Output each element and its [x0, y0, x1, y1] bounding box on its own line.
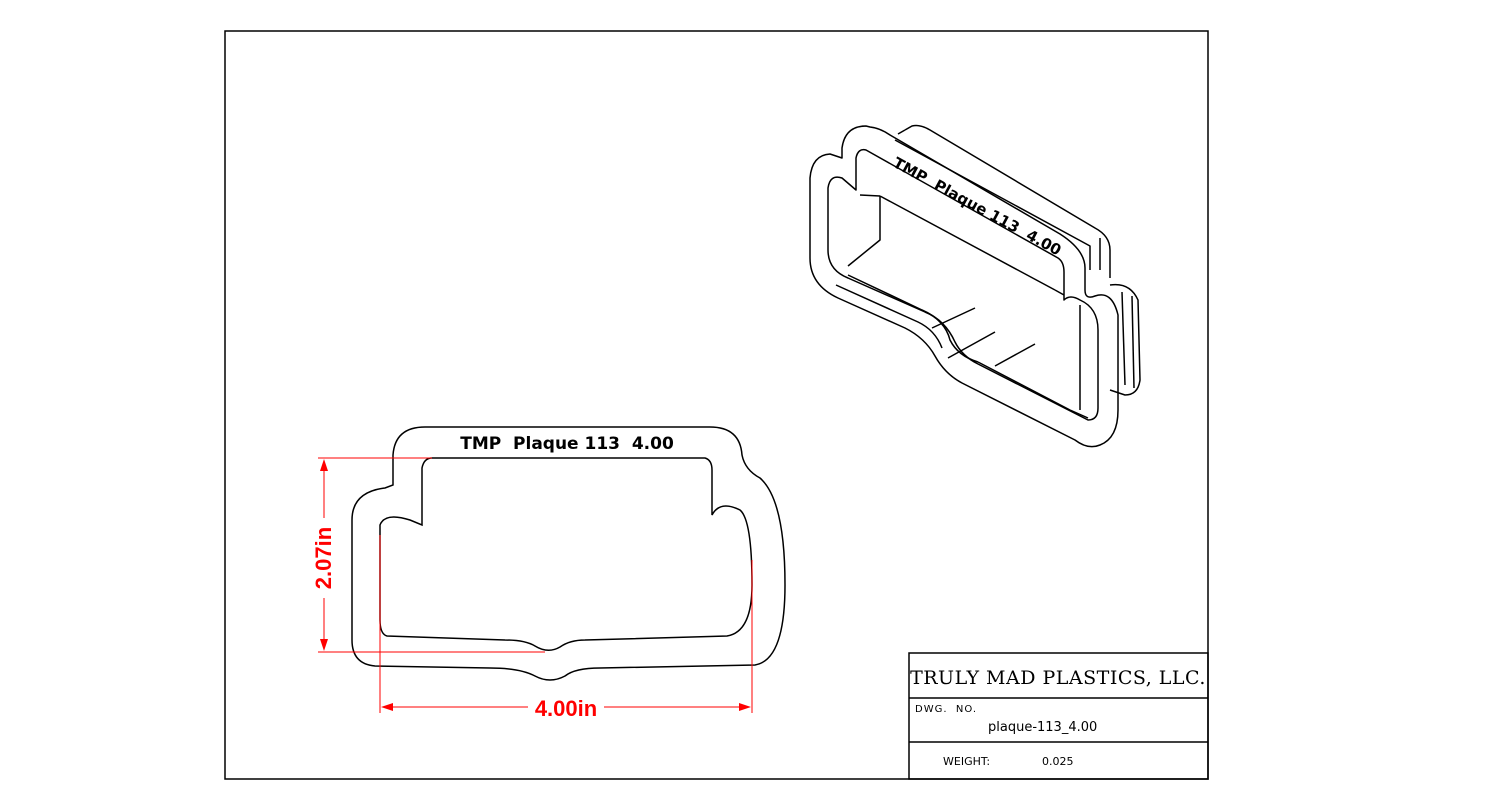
plan-part-label: TMP Plaque 113 4.00 [460, 434, 674, 454]
weight-value: 0.025 [1042, 755, 1074, 768]
dwg-no-value: plaque-113_4.00 [988, 720, 1097, 735]
sheet-border [224, 30, 1209, 780]
title-block [908, 652, 1209, 780]
weight-label: WEIGHT: [943, 755, 990, 768]
isometric-part-label: TMP Plaque 113 4.00 [890, 154, 1064, 260]
isometric-view [809, 124, 1141, 448]
plan-outer-outline [351, 426, 786, 681]
width-dimension-label: 4.00in [535, 696, 597, 721]
plan-inner-outline [379, 457, 753, 651]
dimension-width [379, 535, 753, 713]
dwg-no-label: DWG. NO. [915, 704, 977, 715]
height-dimension-label: 2.07in [311, 527, 336, 589]
plan-view [351, 426, 786, 681]
dimension-height [318, 457, 545, 653]
company-name: TRULY MAD PLASTICS, LLC. [910, 667, 1206, 689]
